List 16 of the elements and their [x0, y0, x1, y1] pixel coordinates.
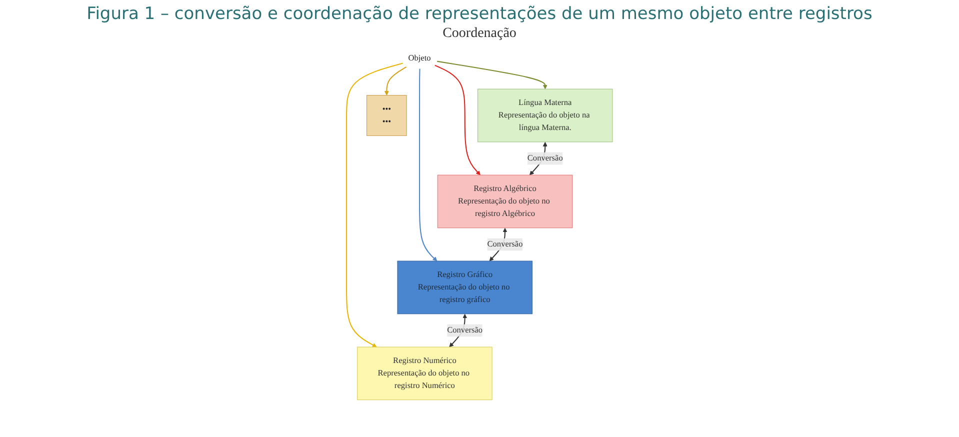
- node-box: Registro Numérico Representação do objeto no registro Numérico: [357, 346, 492, 400]
- figure-title: Figura 1 – conversão e coordenação de representações de um mesmo objeto entre registros: [86, 4, 874, 24]
- node-box: ••• •••: [366, 95, 407, 136]
- arrow: [434, 64, 481, 176]
- node-box: Registro Algébrico Representação do objeto no registro Algébrico: [437, 174, 573, 228]
- coordination-label: Coordenação: [442, 26, 516, 41]
- node-text: Objeto: [408, 54, 431, 62]
- edge-label: Conversão: [487, 240, 523, 249]
- edge-label: Conversão: [447, 326, 483, 335]
- arrow: [384, 66, 407, 96]
- arrow: [436, 60, 548, 90]
- edge-label: Conversão: [527, 154, 563, 163]
- node-box: Língua Materna Representação do objeto na língua Materna.: [478, 88, 613, 142]
- arrow: [346, 62, 404, 348]
- node-box: Registro Gráfico Representação do objeto no registro gráfico: [397, 260, 532, 314]
- arrow: [419, 68, 438, 262]
